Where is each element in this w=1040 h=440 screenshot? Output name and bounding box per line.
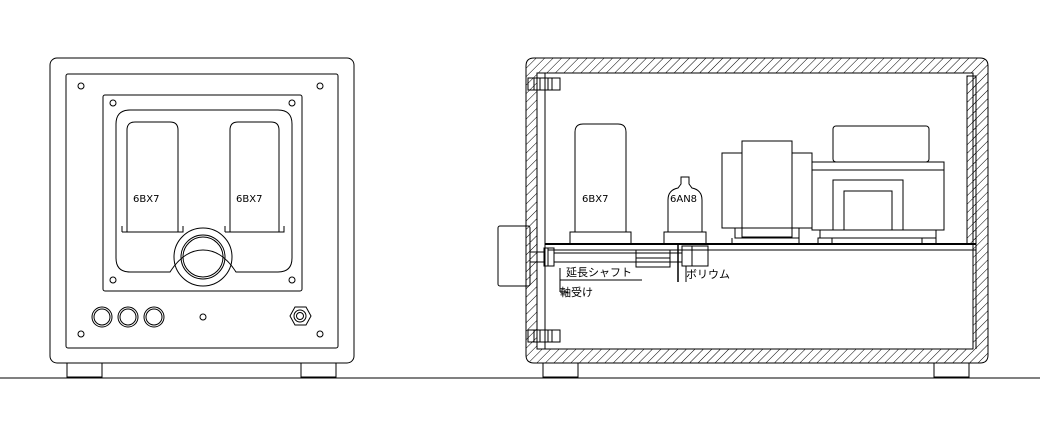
power-switch — [289, 306, 312, 326]
input-jacks — [91, 306, 165, 328]
front-view — [49, 57, 355, 378]
bracket-top — [527, 77, 561, 91]
side-foot-left — [542, 362, 579, 378]
front-left-tube — [126, 121, 179, 233]
tube-cover-window — [115, 109, 293, 273]
volume-pot — [681, 245, 709, 267]
pilot-hole — [199, 313, 207, 321]
front-foot-left — [66, 362, 103, 378]
side-small-tube — [667, 176, 703, 233]
output-transformer — [721, 140, 813, 244]
side-power-tube — [574, 123, 627, 233]
side-view — [497, 57, 989, 378]
side-power-tube-label: 6BX7 — [582, 194, 608, 205]
side-knob — [497, 225, 531, 287]
volume-label: ボリウム — [686, 268, 730, 281]
bracket-bottom — [527, 329, 561, 343]
panel-screws — [109, 99, 296, 284]
center-knob-inner — [180, 234, 226, 280]
front-right-tube — [229, 121, 280, 233]
center-knob-outer — [173, 227, 233, 287]
front-cabinet-outer — [49, 57, 355, 364]
front-cabinet-inner — [65, 73, 339, 349]
side-foot-right — [933, 362, 970, 378]
extension-shaft-label: 延長シャフト — [566, 266, 632, 279]
front-panel-plate — [102, 94, 303, 292]
back-panel — [966, 75, 977, 245]
bearing — [543, 247, 555, 267]
front-corner-screws — [77, 82, 324, 338]
cabinet-wall-hatched — [525, 57, 989, 364]
bearing-label: 軸受け — [560, 285, 593, 299]
front-right-tube-label: 6BX7 — [236, 194, 262, 205]
power-transformer — [811, 125, 945, 245]
side-small-tube-label: 6AN8 — [670, 194, 697, 205]
front-foot-right — [300, 362, 337, 378]
front-left-tube-label: 6BX7 — [133, 194, 159, 205]
